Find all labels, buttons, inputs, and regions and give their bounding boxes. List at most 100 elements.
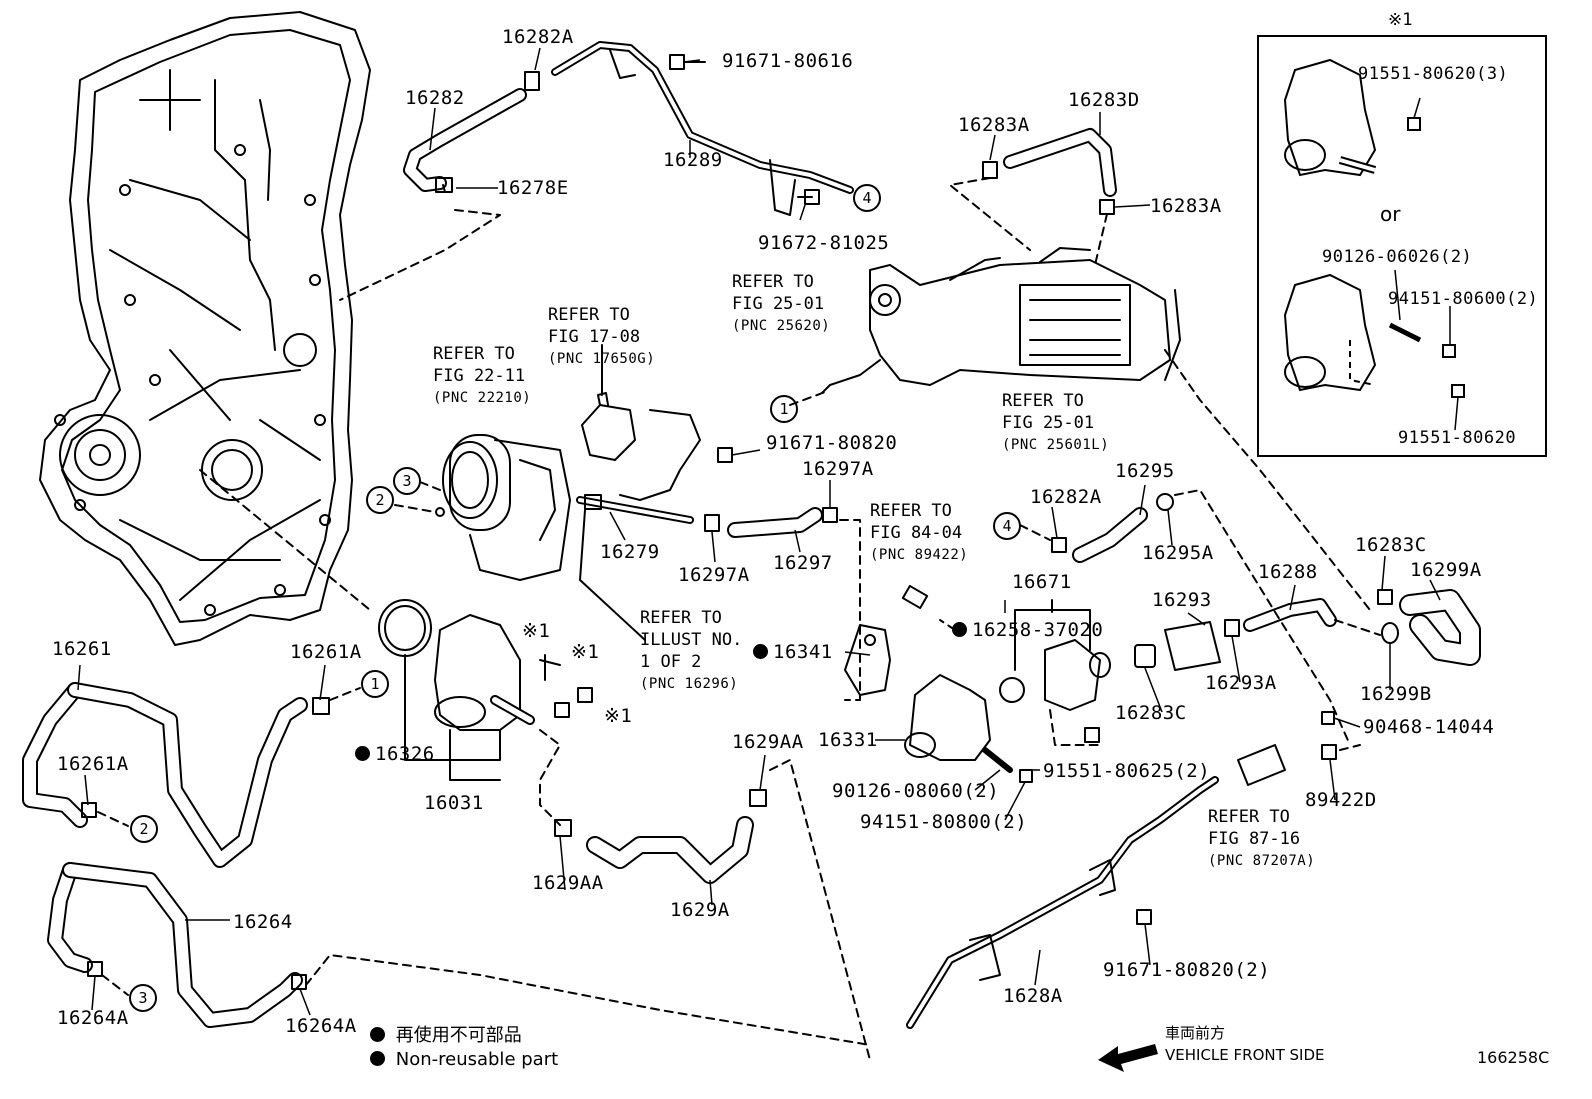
part-label-16297A-bottom[interactable]: 16297A xyxy=(678,564,750,586)
part-label-16261[interactable]: 16261 xyxy=(52,638,112,660)
refer-line: REFER TO xyxy=(548,305,630,325)
part-label-90468-14044[interactable]: 90468-14044 xyxy=(1363,716,1495,738)
part-label-16261A-top[interactable]: 16261A xyxy=(290,641,362,663)
part-label-16279[interactable]: 16279 xyxy=(600,541,660,563)
note-mark-1-b: ※1 xyxy=(571,641,600,663)
part-label-16341[interactable]: 16341 xyxy=(753,642,833,662)
part-label-16283D[interactable]: 16283D xyxy=(1068,89,1140,111)
part-label-16282[interactable]: 16282 xyxy=(405,87,465,109)
part-label-16283A-right[interactable]: 16283A xyxy=(1150,195,1222,217)
part-label-90126-08060[interactable]: 90126-08060(2) xyxy=(832,780,1000,802)
part-label-16331[interactable]: 16331 xyxy=(818,729,878,751)
part-label-1629AA-top[interactable]: 1629AA xyxy=(732,731,804,753)
part-label-16282A-mid[interactable]: 16282A xyxy=(1030,486,1102,508)
part-label-16671[interactable]: 16671 xyxy=(1012,571,1072,593)
part-label-1628A[interactable]: 1628A xyxy=(1003,985,1063,1007)
part-label-16295[interactable]: 16295 xyxy=(1115,460,1175,482)
part-label-16264A-left[interactable]: 16264A xyxy=(57,1007,129,1029)
refer-line: ILLUST NO. xyxy=(640,630,743,650)
refer-line: FIG 84-04 xyxy=(870,523,963,543)
callout-circle-3-hose: 3 xyxy=(129,984,157,1012)
vehicle-front-en: VEHICLE FRONT SIDE xyxy=(1165,1046,1325,1064)
part-label-91551-80625[interactable]: 91551-80625(2) xyxy=(1043,760,1211,782)
part-number: 16326 xyxy=(375,743,435,765)
part-label-91672-81025[interactable]: 91672-81025 xyxy=(758,232,890,254)
refer-line: FIG 25-01 xyxy=(1002,413,1095,433)
refer-pnc: (PNC 17650G) xyxy=(548,351,656,367)
part-label-1629A[interactable]: 1629A xyxy=(670,899,730,921)
inset-part-90126-06026[interactable]: 90126-06026(2) xyxy=(1322,247,1473,267)
part-label-16289[interactable]: 16289 xyxy=(663,149,723,171)
refer-pnc: (PNC 89422) xyxy=(870,547,969,563)
part-label-16264A-right[interactable]: 16264A xyxy=(285,1015,357,1037)
inset-part-94151-80600[interactable]: 94151-80600(2) xyxy=(1388,289,1539,309)
refer-fig-17-08[interactable]: REFER TO FIG 17-08 (PNC 17650G) xyxy=(548,304,655,370)
part-label-16283C-bottom[interactable]: 16283C xyxy=(1115,702,1187,724)
note-mark-1-c: ※1 xyxy=(604,705,633,727)
refer-line: REFER TO xyxy=(1002,391,1084,411)
refer-line: REFER TO xyxy=(870,501,952,521)
callout-circle-3-throttle: 3 xyxy=(393,467,421,495)
legend-dot xyxy=(370,1027,385,1042)
part-label-91671-80820[interactable]: 91671-80820 xyxy=(766,432,898,454)
callout-circle-2-hose: 2 xyxy=(130,815,158,843)
part-label-16299B[interactable]: 16299B xyxy=(1360,683,1432,705)
callout-circle-4-top: 4 xyxy=(853,184,881,212)
part-label-16293[interactable]: 16293 xyxy=(1152,589,1212,611)
part-label-16283C-top[interactable]: 16283C xyxy=(1355,534,1427,556)
timing-chain-cover-drawing xyxy=(39,11,371,646)
refer-fig-25-01-bottom[interactable]: REFER TO FIG 25-01 (PNC 25601L) xyxy=(1002,390,1109,456)
refer-illust-no[interactable]: REFER TO ILLUST NO. 1 OF 2 (PNC 16296) xyxy=(640,607,742,695)
part-label-16293A[interactable]: 16293A xyxy=(1205,672,1277,694)
part-label-16258-37020[interactable]: 16258-37020 xyxy=(952,620,1103,640)
refer-line: 1 OF 2 xyxy=(640,652,702,672)
refer-line: FIG 87-16 xyxy=(1208,829,1301,849)
refer-pnc: (PNC 25601L) xyxy=(1002,437,1110,453)
part-label-16326[interactable]: 16326 xyxy=(355,744,435,764)
part-label-89422D[interactable]: 89422D xyxy=(1305,789,1377,811)
part-label-16297A-top[interactable]: 16297A xyxy=(802,458,874,480)
refer-fig-22-11[interactable]: REFER TO FIG 22-11 (PNC 22210) xyxy=(433,343,531,409)
inset-part-91551-80620[interactable]: 91551-80620 xyxy=(1398,428,1517,448)
inset-part-91551-80620-3[interactable]: 91551-80620(3) xyxy=(1358,64,1509,84)
part-label-91671-80820-2[interactable]: 91671-80820(2) xyxy=(1103,959,1271,981)
part-label-16031[interactable]: 16031 xyxy=(424,792,484,814)
refer-fig-87-16[interactable]: REFER TO FIG 87-16 (PNC 87207A) xyxy=(1208,806,1315,872)
diagram-code: 166258C xyxy=(1477,1048,1550,1067)
note-mark-1-a: ※1 xyxy=(522,620,551,642)
part-label-16297[interactable]: 16297 xyxy=(773,552,833,574)
inset-or: or xyxy=(1380,202,1401,226)
throttle-body-drawing xyxy=(435,434,571,581)
part-label-16295A[interactable]: 16295A xyxy=(1142,542,1214,564)
part-label-16264[interactable]: 16264 xyxy=(233,911,293,933)
refer-line: FIG 22-11 xyxy=(433,366,526,386)
refer-pnc: (PNC 22210) xyxy=(433,390,532,406)
refer-fig-84-04[interactable]: REFER TO FIG 84-04 (PNC 89422) xyxy=(870,500,968,566)
part-label-16299A[interactable]: 16299A xyxy=(1410,559,1482,581)
refer-line: REFER TO xyxy=(1208,807,1290,827)
part-label-16261A-bottom[interactable]: 16261A xyxy=(57,753,129,775)
part-label-94151-80800[interactable]: 94151-80800(2) xyxy=(860,811,1028,833)
part-label-16288[interactable]: 16288 xyxy=(1258,561,1318,583)
part-label-1629AA-bottom[interactable]: 1629AA xyxy=(532,872,604,894)
part-label-91671-80616[interactable]: 91671-80616 xyxy=(722,50,854,72)
egr-cooler-drawing xyxy=(821,247,1181,394)
part-number: 16258-37020 xyxy=(972,619,1104,641)
legend-dot xyxy=(370,1051,385,1066)
refer-line: REFER TO xyxy=(640,608,722,628)
refer-line: FIG 25-01 xyxy=(732,294,825,314)
legend-text: 再使用不可部品 xyxy=(395,1025,522,1046)
legend-jp: 再使用不可部品 xyxy=(370,1024,522,1048)
callout-circle-1-egr: 1 xyxy=(770,395,798,423)
part-number: 16341 xyxy=(773,641,833,663)
callout-circle-4-mid: 4 xyxy=(993,512,1021,540)
legend-text: Non-reusable part xyxy=(395,1049,559,1070)
part-label-16282A[interactable]: 16282A xyxy=(502,26,574,48)
refer-fig-25-01-top[interactable]: REFER TO FIG 25-01 (PNC 25620) xyxy=(732,271,830,337)
legend-en: Non-reusable part xyxy=(370,1048,558,1072)
part-label-16283A-top[interactable]: 16283A xyxy=(958,114,1030,136)
refer-pnc: (PNC 87207A) xyxy=(1208,853,1316,869)
part-label-16278E[interactable]: 16278E xyxy=(497,177,569,199)
